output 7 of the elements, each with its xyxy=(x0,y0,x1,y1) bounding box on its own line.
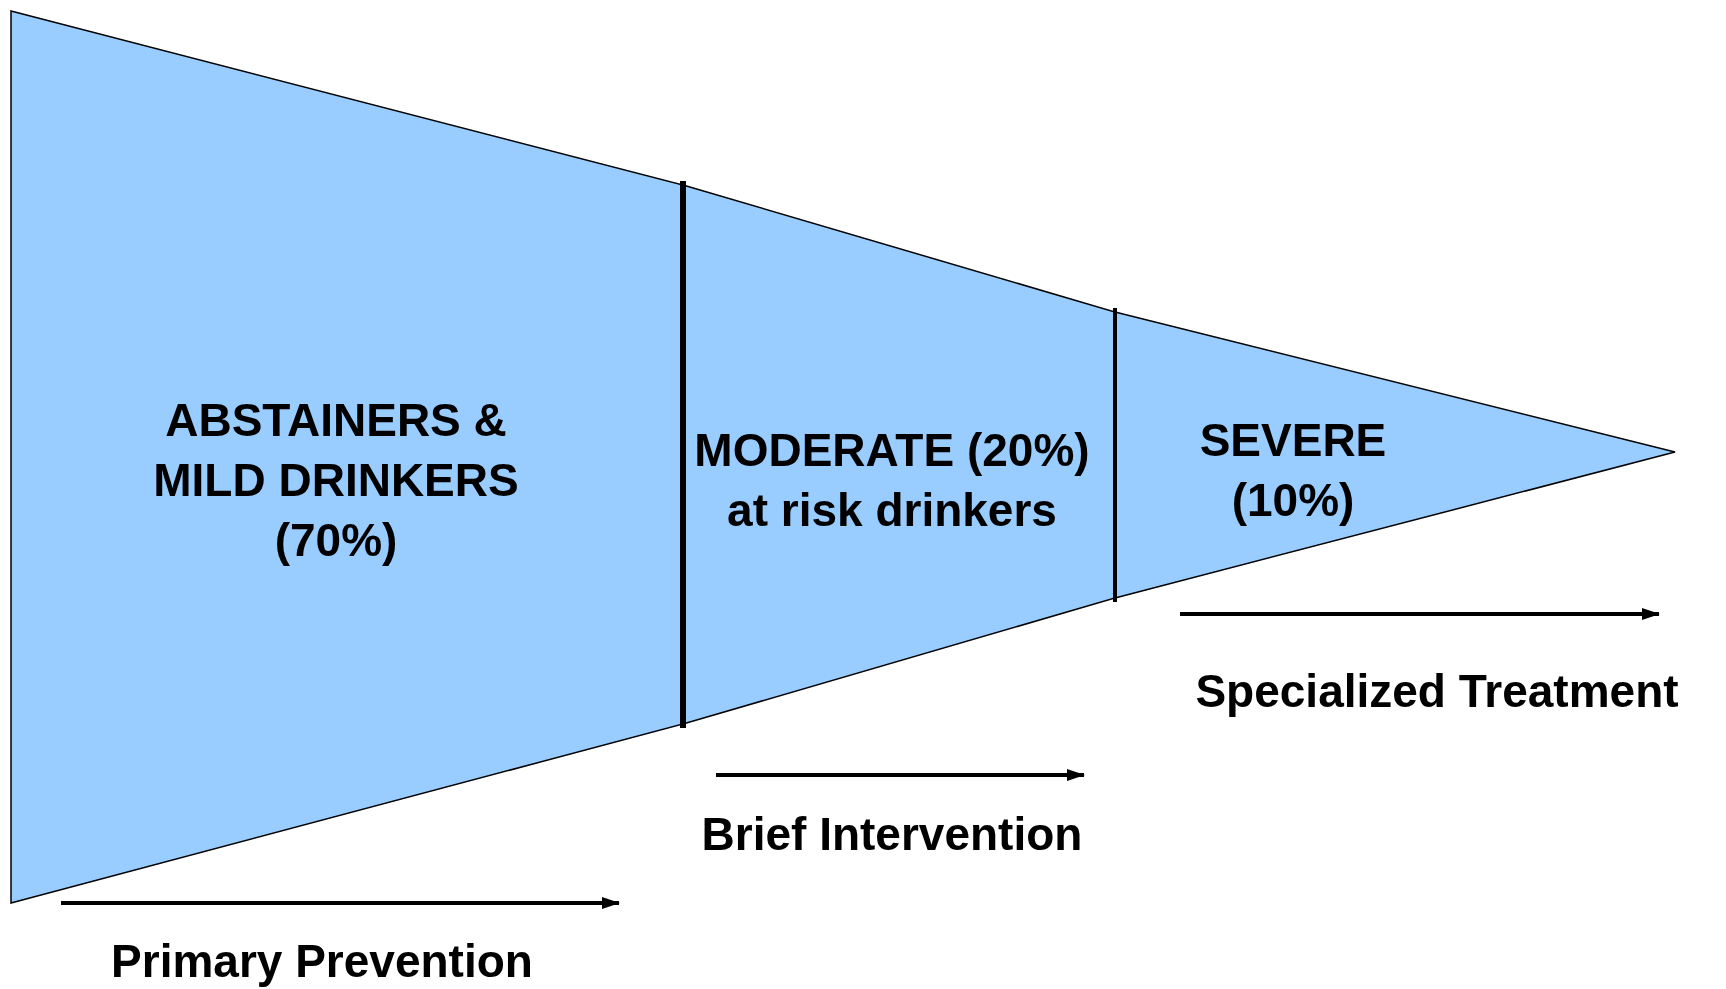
intervention-label: Specialized Treatment xyxy=(1195,664,1679,718)
section-label: SEVERE (10%) xyxy=(1198,413,1388,528)
section-label: at risk drinkers xyxy=(726,483,1058,538)
section-label: MODERATE (20%) xyxy=(693,423,1091,479)
section-label: ABSTAINERS & MILD DRINKERS (70%) xyxy=(152,393,520,568)
intervention-label: Primary Prevention xyxy=(111,934,533,988)
intervention-label: Brief Intervention xyxy=(701,807,1083,861)
